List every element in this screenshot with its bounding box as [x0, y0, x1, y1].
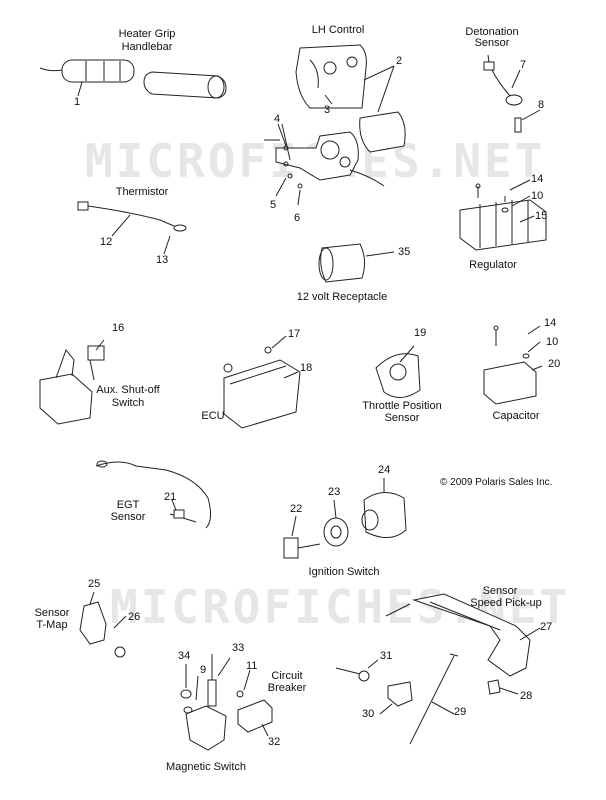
label-speed-pickup: Speed Pick-up [470, 597, 542, 609]
aux-shutoff-part [39, 339, 105, 425]
callout-14a: 14 [531, 173, 544, 185]
capacitor-part [483, 325, 543, 405]
callout-12: 12 [100, 236, 113, 248]
throttle-sensor-part [375, 345, 421, 398]
callout-16: 16 [112, 322, 125, 334]
label-magnetic-switch: Magnetic Switch [165, 761, 247, 773]
callout-13: 13 [156, 254, 169, 266]
callout-19: 19 [414, 327, 427, 339]
callout-18: 18 [300, 362, 313, 374]
magnetic-switch-part [180, 654, 273, 751]
label-ignition-switch: Ignition Switch [308, 566, 380, 578]
label-speed-sensor: Sensor [482, 585, 518, 597]
label-heater-grip: Heater Grip [118, 28, 176, 40]
regulator-part [459, 179, 547, 251]
label-tmap-sensor: Sensor [34, 607, 70, 619]
detonation-sensor-part [483, 54, 541, 133]
label-circuit: Circuit [271, 670, 303, 682]
callout-30: 30 [362, 708, 375, 720]
tmap-sensor-part [79, 591, 127, 658]
callout-26: 26 [128, 611, 141, 623]
callout-32: 32 [268, 736, 281, 748]
callout-28: 28 [520, 690, 533, 702]
callout-3: 3 [324, 104, 331, 116]
callout-24: 24 [378, 464, 391, 476]
label-egt-sensor: Sensor [110, 511, 146, 523]
ignition-switch-part [283, 478, 407, 559]
label-aux-shutoff: Aux. Shut-off [96, 384, 160, 396]
callout-20: 20 [548, 358, 561, 370]
bracket-30-part [379, 681, 413, 715]
callout-21: 21 [164, 491, 177, 503]
label-handlebar: Handlebar [121, 41, 173, 53]
label-breaker: Breaker [267, 682, 307, 694]
callout-9: 9 [200, 664, 207, 676]
callout-29: 29 [454, 706, 467, 718]
callout-10b: 10 [546, 336, 559, 348]
bolt-31-part [335, 659, 379, 682]
label-ecu: ECU [201, 410, 225, 422]
callout-17: 17 [288, 328, 301, 340]
label-egt: EGT [116, 499, 140, 511]
label-throttle-position: Throttle Position [362, 400, 442, 412]
callout-5: 5 [270, 199, 277, 211]
thermistor-part [77, 201, 187, 255]
callout-7: 7 [520, 59, 527, 71]
callout-35: 35 [398, 246, 411, 258]
callout-2: 2 [396, 55, 403, 67]
cable-tie-part [409, 653, 459, 745]
callout-31: 31 [380, 650, 393, 662]
label-regulator: Regulator [469, 259, 517, 271]
callout-11: 11 [246, 660, 258, 672]
label-tmap: T-Map [36, 619, 68, 631]
copyright: © 2009 Polaris Sales Inc. [440, 477, 553, 488]
callout-22: 22 [290, 503, 303, 515]
label-throttle-sensor: Sensor [384, 412, 420, 424]
lh-control-part [264, 44, 406, 206]
handlebar-part [143, 71, 227, 99]
clip-28-part [487, 679, 519, 695]
callout-15: 15 [535, 210, 548, 222]
callout-10a: 10 [531, 190, 544, 202]
callout-33: 33 [232, 642, 245, 654]
label-capacitor: Capacitor [492, 410, 540, 422]
heater-grip-part [39, 59, 135, 97]
callout-14b: 14 [544, 317, 557, 329]
label-aux-switch: Switch [111, 397, 145, 409]
callout-34: 34 [178, 650, 191, 662]
label-detonation: Detonation [465, 26, 519, 38]
callout-6: 6 [294, 212, 301, 224]
speed-pickup-part [385, 593, 541, 677]
callout-8: 8 [538, 99, 545, 111]
callout-25: 25 [88, 578, 101, 590]
label-lh-control: LH Control [311, 24, 365, 36]
callout-27: 27 [540, 621, 553, 633]
label-receptacle: 12 volt Receptacle [296, 291, 388, 303]
callout-4: 4 [274, 113, 281, 125]
label-thermistor: Thermistor [115, 186, 169, 198]
callout-1: 1 [74, 96, 81, 108]
label-detonation-sensor: Sensor [474, 37, 510, 49]
egt-sensor-part [95, 460, 212, 529]
callout-23: 23 [328, 486, 341, 498]
ecu-part [223, 335, 301, 429]
receptacle-part [318, 243, 395, 283]
